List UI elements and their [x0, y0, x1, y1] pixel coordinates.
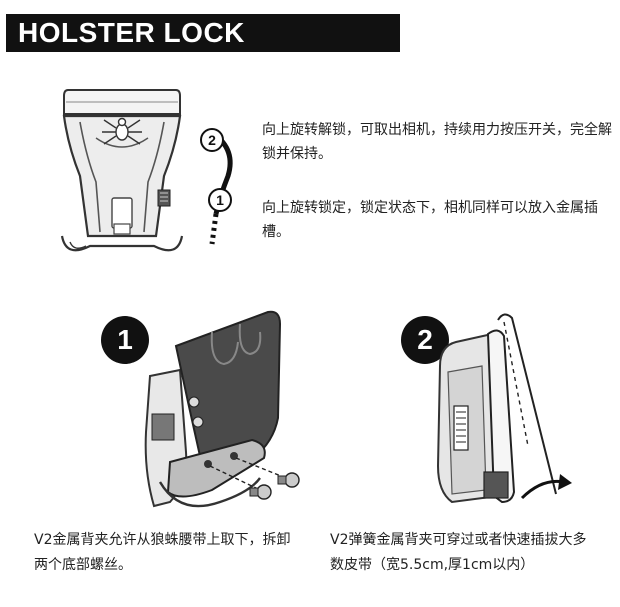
panel-2-caption: V2弹簧金属背夹可穿过或者快速插拔大多数皮带（宽5.5cm,厚1cm以内）: [330, 532, 587, 573]
svg-text:1: 1: [216, 192, 224, 208]
indicator-badge-1: 1: [208, 188, 232, 212]
screw-icon: [249, 484, 272, 500]
panel-1-caption: V2金属背夹允许从狼蛛腰带上取下，拆卸两个底部螺丝。: [34, 532, 291, 573]
holster-front-illustration: [60, 89, 184, 252]
step-2-text: 向上旋转解锁，可取出相机，持续用力按压开关，完全解锁并保持。: [262, 122, 612, 162]
page-title: HOLSTER LOCK OPERATION: [6, 14, 400, 86]
step-1-text: 向上旋转锁定，锁定状态下，相机同样可以放入金属插槽。: [262, 200, 598, 240]
screw-icon: [277, 472, 300, 488]
arrow-icon: [558, 474, 572, 490]
belt-clip-removal-illustration: [144, 310, 300, 508]
svg-text:2: 2: [208, 132, 216, 148]
panel-1-badge: 1: [101, 316, 149, 364]
indicator-badge-2: 2: [200, 128, 224, 152]
rotation-indicator: 2 1: [200, 128, 233, 245]
spring-clip-illustration: [436, 313, 572, 504]
